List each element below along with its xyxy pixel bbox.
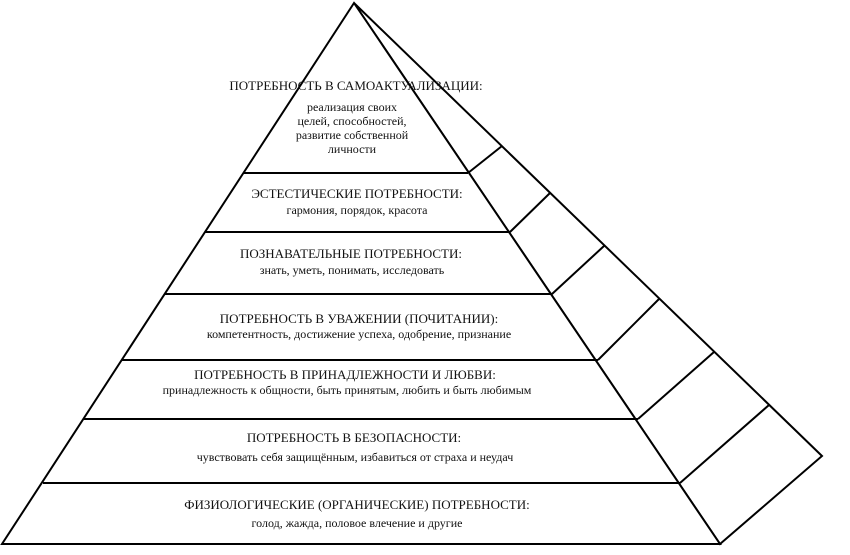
level-cognitive: ПОЗНАВАТЕЛЬНЫЕ ПОТРЕБНОСТИ: знать, уметь… [240,246,462,277]
level-description: развитие собственной [296,128,409,142]
level-description: реализация своих [307,100,397,114]
level-self-actualization: ПОТРЕБНОСТЬ В САМОАКТУАЛИЗАЦИИ: реализац… [229,78,482,156]
side-divider [597,298,660,361]
level-description: принадлежность к общности, быть принятым… [163,383,532,397]
level-title: ПОТРЕБНОСТЬ В БЕЗОПАСНОСТИ: [247,430,461,445]
level-description: голод, жажда, половое влечение и другие [252,516,463,530]
level-safety: ПОТРЕБНОСТЬ В БЕЗОПАСНОСТИ: чувствовать … [197,430,514,464]
side-divider [467,145,503,174]
level-title: ЭСТЕСТИЧЕСКИЕ ПОТРЕБНОСТИ: [251,186,462,201]
level-description: компетентность, достижение успеха, одобр… [207,327,511,341]
level-description: личности [328,142,377,156]
level-title: ПОТРЕБНОСТЬ В САМОАКТУАЛИЗАЦИИ: [229,78,482,93]
side-divider [679,404,770,484]
level-description: гармония, порядок, красота [287,203,429,217]
level-description: чувствовать себя защищённым, избавиться … [197,450,514,464]
level-esteem: ПОТРЕБНОСТЬ В УВАЖЕНИИ (ПОЧИТАНИИ): комп… [207,311,511,341]
side-divider [509,192,551,233]
level-title: ПОЗНАВАТЕЛЬНЫЕ ПОТРЕБНОСТИ: [240,246,462,261]
level-belonging: ПОТРЕБНОСТЬ В ПРИНАДЛЕЖНОСТИ И ЛЮБВИ: пр… [163,367,532,397]
level-description: целей, способностей, [297,114,406,128]
pyramid-front-face [0,1,722,545]
side-divider [551,245,605,295]
level-title: ПОТРЕБНОСТЬ В УВАЖЕНИИ (ПОЧИТАНИИ): [220,311,498,326]
level-title: ПОТРЕБНОСТЬ В ПРИНАДЛЕЖНОСТИ И ЛЮБВИ: [194,367,496,382]
level-aesthetic: ЭСТЕСТИЧЕСКИЕ ПОТРЕБНОСТИ: гармония, пор… [251,186,462,217]
level-description: знать, уметь, понимать, исследовать [260,263,445,277]
level-physiological: ФИЗИОЛОГИЧЕСКИЕ (ОРГАНИЧЕСКИЕ) ПОТРЕБНОС… [184,497,529,530]
level-title: ФИЗИОЛОГИЧЕСКИЕ (ОРГАНИЧЕСКИЕ) ПОТРЕБНОС… [184,497,529,512]
side-divider [637,351,715,420]
